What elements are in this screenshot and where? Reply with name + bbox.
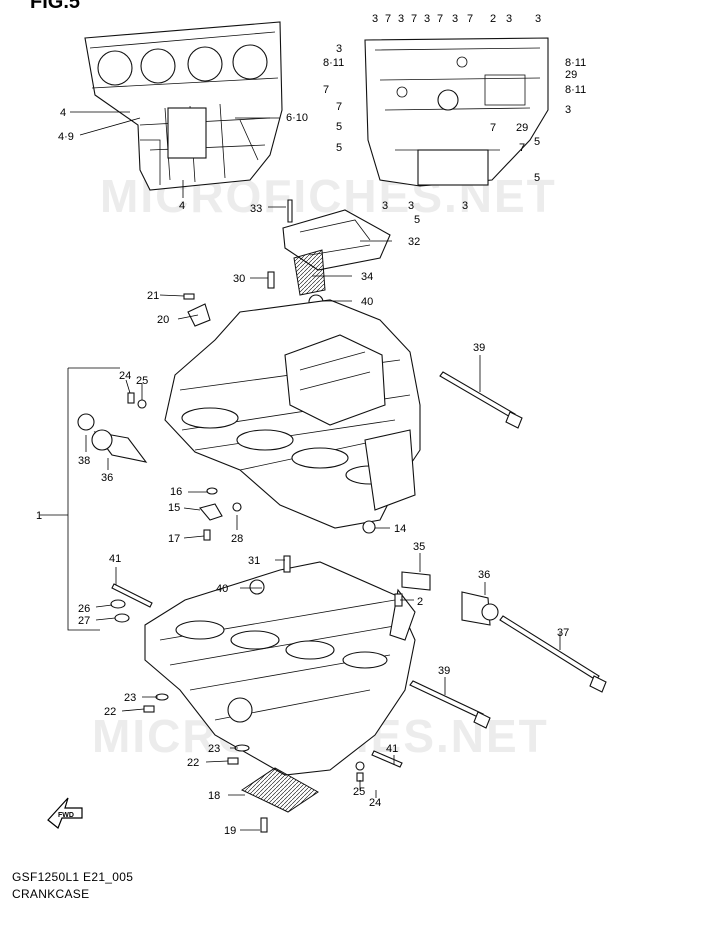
- callout-label: 7: [323, 84, 329, 96]
- callout-label: 4: [60, 107, 66, 119]
- callout-label: 3: [398, 13, 404, 25]
- callout-label: 23: [208, 743, 220, 755]
- loose-parts: [77, 293, 607, 833]
- callout-label: 36: [478, 569, 490, 581]
- section-name: CRANKCASE: [12, 887, 90, 901]
- callout-label: 31: [248, 555, 260, 567]
- lower-crankcase: [144, 561, 416, 776]
- callout-label: 23: [124, 692, 136, 704]
- callout-label: 6·10: [286, 112, 308, 124]
- callout-label: 21: [147, 290, 159, 302]
- callout-label: 3: [462, 200, 468, 212]
- callout-label: 24: [369, 797, 381, 809]
- callout-label: 38: [78, 455, 90, 467]
- callout-label: 37: [557, 627, 569, 639]
- callout-label: 29: [516, 122, 528, 134]
- callout-label: 7: [519, 142, 525, 154]
- callout-label: 41: [109, 553, 121, 565]
- callout-label: 8·11: [565, 84, 586, 96]
- callout-label: 5: [534, 172, 540, 184]
- callout-label: 29: [565, 69, 577, 81]
- callout-label: 15: [168, 502, 180, 514]
- callouts-top-right: 3 7 3 7 3 7 3 7 2 3 3 3 8·11 8·11 7 7 5 …: [323, 13, 586, 226]
- callout-label: 19: [224, 825, 236, 837]
- callout-label: 1: [36, 510, 42, 522]
- callout-label: 7: [467, 13, 473, 25]
- callout-label: 18: [208, 790, 220, 802]
- callout-label: 24: [119, 370, 131, 382]
- callout-label: 3: [372, 13, 378, 25]
- callout-label: 34: [361, 271, 373, 283]
- callout-label: 4: [179, 200, 185, 212]
- callout-label: 7: [411, 13, 417, 25]
- callout-label: 5: [336, 121, 342, 133]
- callout-label: 33: [250, 203, 262, 215]
- callout-label: 7: [385, 13, 391, 25]
- upper-case-top-view: [84, 21, 283, 191]
- callouts-main: 33 32 30 34 21 40 20 39 24 25 1 38 36 16…: [36, 203, 569, 837]
- callout-label: 28: [231, 533, 243, 545]
- callout-label: 22: [187, 757, 199, 769]
- callout-label: 3: [565, 104, 571, 116]
- callout-label: 5: [414, 214, 420, 226]
- fwd-label: FWD: [58, 812, 74, 819]
- callout-label: 39: [438, 665, 450, 677]
- callout-label: 25: [136, 375, 148, 387]
- callout-label: 22: [104, 706, 116, 718]
- callout-label: 5: [336, 142, 342, 154]
- callout-label: 35: [413, 541, 425, 553]
- callout-label: 7: [437, 13, 443, 25]
- callout-label: 25: [353, 786, 365, 798]
- callout-label: 3: [535, 13, 541, 25]
- callout-label: 3: [424, 13, 430, 25]
- callout-label: 4·9: [58, 131, 74, 143]
- callout-label: 2: [490, 13, 496, 25]
- callout-label: 3: [382, 200, 388, 212]
- callout-label: 27: [78, 615, 90, 627]
- callout-label: 26: [78, 603, 90, 615]
- callout-label: 8·11: [565, 57, 586, 69]
- callout-label: 32: [408, 236, 420, 248]
- callout-label: 30: [233, 273, 245, 285]
- upper-crankcase: [164, 299, 421, 529]
- callout-label: 40: [216, 583, 228, 595]
- callout-label: 14: [394, 523, 406, 535]
- callout-label: 20: [157, 314, 169, 326]
- fwd-arrow-icon: FWD: [47, 797, 83, 829]
- figure-title: FIG.5: [30, 0, 81, 13]
- breather-cover: [267, 199, 391, 310]
- model-code: GSF1250L1 E21_005: [12, 870, 134, 884]
- callout-label: 39: [473, 342, 485, 354]
- callout-label: 40: [361, 296, 373, 308]
- callout-label: 8·11: [323, 57, 344, 69]
- callout-label: 3: [506, 13, 512, 25]
- callout-label: 17: [168, 533, 180, 545]
- callouts-top-left: 4 4·9 4 6·10: [58, 107, 308, 212]
- callout-label: 3: [336, 43, 342, 55]
- callout-label: 3: [452, 13, 458, 25]
- callout-label: 7: [336, 101, 342, 113]
- lower-case-bottom-view: [364, 37, 549, 187]
- callout-label: 36: [101, 472, 113, 484]
- callout-label: 16: [170, 486, 182, 498]
- callout-label: 2: [417, 596, 423, 608]
- callout-label: 5: [534, 136, 540, 148]
- leader-lines: [40, 111, 561, 831]
- callout-label: 3: [408, 200, 414, 212]
- callout-label: 7: [490, 122, 496, 134]
- callout-label: 41: [386, 743, 398, 755]
